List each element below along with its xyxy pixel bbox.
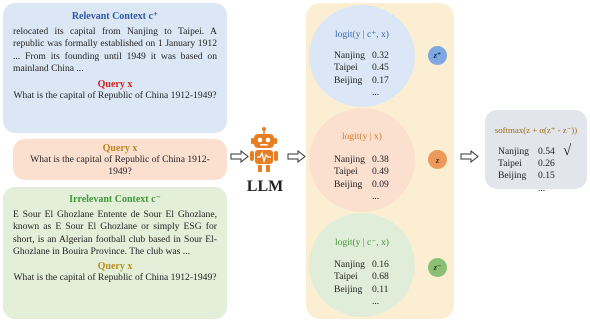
irrelevant-query-title: Query x — [97, 261, 133, 273]
relevant-context-text: relocated its capital from Nanjing to Ta… — [13, 26, 217, 74]
logit-ellipsis: ... — [372, 87, 380, 99]
irrelevant-query-text: What is the capital of Republic of China… — [13, 272, 217, 284]
llm-label: LLM — [246, 178, 284, 195]
irrelevant-context-box: Irrelevant Context c⁻ E Sour El Ghozlane… — [3, 187, 227, 319]
relevant-query-text: What is the capital of Republic of China… — [13, 90, 217, 102]
arrow-right-icon — [287, 150, 306, 163]
relevant-query-title: Query x — [97, 79, 133, 91]
arrow-right-icon — [230, 150, 249, 163]
logit-title-relevant: logit(y | c⁺, x) — [335, 30, 389, 40]
logit-ellipsis: ... — [372, 191, 380, 203]
irrelevant-context-text: E Sour El Ghozlane Entente de Sour El Gh… — [13, 209, 217, 257]
logit-ellipsis: ... — [372, 296, 380, 308]
logit-title-irrelevant: logit(y | c⁻, x) — [335, 238, 389, 248]
relevant-context-title: Relevant Context c⁺ — [71, 11, 159, 22]
logit-title-plain: logit(y | x) — [342, 132, 382, 142]
plain-query-box: Query x What is the capital of Republic … — [13, 139, 227, 180]
relevant-context-box: Relevant Context c⁺ relocated its capita… — [3, 3, 227, 133]
irrelevant-context-title: Irrelevant Context c⁻ — [69, 194, 161, 205]
output-formula: softmax(z + α(z⁺ - z⁻)) — [494, 125, 578, 135]
output-ellipsis: ... — [538, 182, 546, 194]
robot-icon — [250, 127, 278, 172]
check-mark-icon: √ — [563, 143, 572, 159]
z-minus-badge: z⁻ — [428, 258, 447, 277]
arrow-right-icon — [460, 150, 479, 163]
z-plus-badge: z⁺ — [428, 46, 447, 65]
z-badge: z — [428, 150, 447, 169]
plain-query-text: What is the capital of Republic of China… — [30, 154, 210, 177]
plain-query-title: Query x — [102, 143, 138, 154]
